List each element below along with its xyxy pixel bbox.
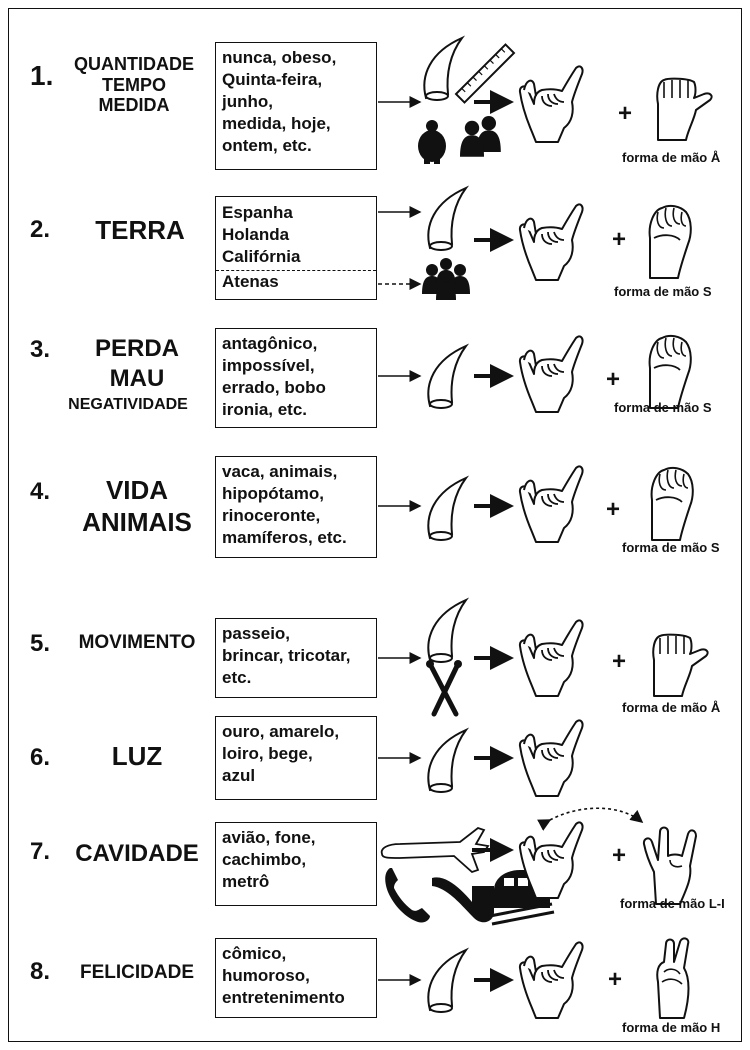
- row-number: 5.: [30, 630, 51, 657]
- handshape-label: forma de mão L-I: [620, 896, 725, 911]
- horn-icon: [427, 345, 467, 409]
- row-number: 6.: [30, 744, 51, 771]
- y-hand-icon: [518, 941, 584, 1019]
- plus-sign: +: [606, 366, 621, 393]
- y-hand-icon: [518, 619, 584, 697]
- row-6: 6. LUZ ouro, amarelo,loiro, bege,azul: [0, 712, 750, 807]
- row-3-graphics: [378, 335, 584, 413]
- s-hand-icon: [650, 466, 694, 541]
- row-number: 4.: [30, 478, 51, 505]
- row-8: 8. FELICIDADE cômico,humoroso,entretenim…: [0, 930, 750, 1040]
- horn-icon: [423, 37, 463, 101]
- row-1-graphics: [378, 37, 584, 164]
- y-hand-icon: [518, 65, 584, 143]
- ruler-icon: [454, 43, 516, 104]
- horn-icon: [427, 729, 467, 793]
- row-5-graphics: [378, 599, 584, 717]
- row-8-graphics: [378, 941, 584, 1019]
- row-3: 3. PERDA MAU NEGATIVIDADE antagônico,imp…: [0, 326, 750, 436]
- y-hand-icon: [518, 719, 584, 797]
- horn-icon: [427, 949, 467, 1013]
- y-hand-icon: [518, 335, 584, 413]
- row-number: 8.: [30, 958, 51, 985]
- row-2-graphics: [378, 187, 584, 300]
- handshape-label: forma de mão Å: [622, 150, 721, 165]
- y-hand-icon: [518, 203, 584, 281]
- row-number: 3.: [30, 336, 51, 363]
- telephone-icon: [385, 868, 430, 923]
- s-hand-icon: [648, 204, 692, 279]
- row-6-graphics: [378, 719, 584, 797]
- handshape-label: forma de mão H: [622, 1020, 721, 1035]
- row-category: FELICIDADE: [80, 962, 194, 983]
- plus-sign: +: [612, 648, 627, 675]
- two-people-icon: [460, 116, 501, 157]
- li-hand-icon: [642, 826, 697, 905]
- handshape-label: forma de mão S: [614, 400, 712, 415]
- plus-sign: +: [608, 966, 623, 993]
- row-number: 2.: [30, 216, 51, 243]
- examples-box: avião, fone,cachimbo,metrô: [215, 822, 377, 906]
- dashed-arrow: [537, 807, 644, 831]
- examples-box: cômico,humoroso,entretenimento: [215, 938, 377, 1018]
- horn-icon: [427, 599, 467, 663]
- handshape-label: forma de mão Å: [622, 700, 721, 715]
- row-number: 7.: [30, 838, 51, 865]
- handshape-label: forma de mão S: [614, 284, 712, 299]
- examples-box: passeio,brincar, tricotar,etc.: [215, 618, 377, 698]
- plus-sign: +: [618, 100, 633, 127]
- examples-box: ouro, amarelo,loiro, bege,azul: [215, 716, 377, 800]
- plus-sign: +: [606, 496, 621, 523]
- row-category: PERDA MAU NEGATIVIDADE: [68, 335, 188, 413]
- a-hand-icon: [652, 633, 709, 697]
- plus-sign: +: [612, 842, 627, 869]
- examples-box: nunca, obeso,Quinta-feira,junho,medida, …: [215, 42, 377, 170]
- plus-sign: +: [612, 226, 627, 253]
- group-of-people-icon: [422, 258, 470, 300]
- obese-person-icon: [418, 120, 446, 164]
- row-category: TERRA: [95, 215, 185, 245]
- row-number: 1.: [30, 60, 54, 91]
- row-category: LUZ: [111, 741, 163, 771]
- handshape-label: forma de mão S: [622, 540, 720, 555]
- row-7: 7. CAVIDADE avião, fone,cachimbo,metrô +…: [0, 807, 750, 930]
- pipe-icon: [432, 877, 494, 923]
- row-category: CAVIDADE: [75, 840, 199, 867]
- horn-icon: [427, 477, 467, 541]
- row-4-graphics: [378, 465, 584, 543]
- horn-icon: [427, 187, 467, 251]
- row-5: 5. MOVIMENTO passeio,brincar, tricotar,e…: [0, 598, 750, 718]
- s-hand-icon: [648, 334, 692, 409]
- row-category: MOVIMENTO: [78, 632, 196, 653]
- h-hand-icon: [656, 937, 690, 1019]
- examples-box: vaca, animais,hipopótamo,rinoceronte,mam…: [215, 456, 377, 558]
- row-7-graphics: [380, 807, 644, 926]
- knitting-needles-icon: [426, 660, 462, 717]
- a-hand-icon: [656, 77, 713, 141]
- y-hand-icon: [518, 465, 584, 543]
